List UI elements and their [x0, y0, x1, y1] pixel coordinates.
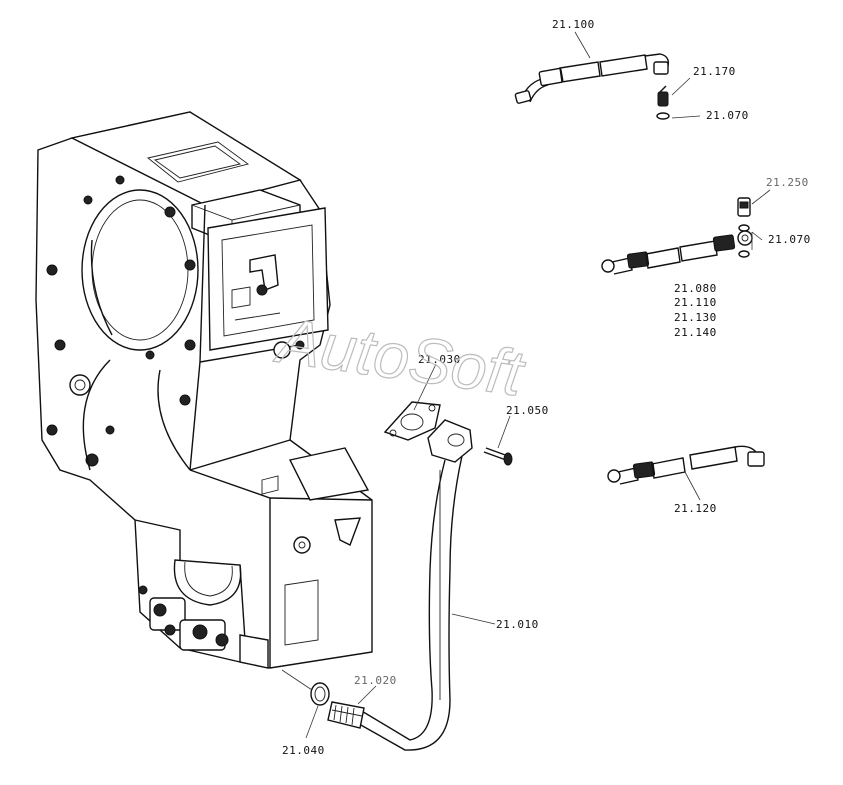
label-21-170: 21.170	[693, 65, 736, 78]
fitting-21-250	[737, 197, 751, 258]
leader-lines	[281, 31, 771, 739]
part-labels: 21.100 21.170 21.070 21.250 21.070 21.08…	[282, 18, 811, 757]
seal-ring-21-040	[310, 682, 330, 706]
label-21-140: 21.140	[674, 326, 717, 339]
label-21-250: 21.250	[766, 176, 809, 189]
label-21-070-top: 21.070	[706, 109, 749, 122]
watermark-text: AutoSoft	[270, 304, 529, 410]
label-21-030: 21.030	[418, 353, 461, 366]
fitting-21-170	[656, 85, 670, 120]
label-21-020: 21.020	[354, 674, 397, 687]
gasket-21-030	[383, 401, 441, 441]
label-21-070-mid: 21.070	[768, 233, 811, 246]
hose-21-100	[514, 53, 670, 104]
label-21-080: 21.080	[674, 282, 717, 295]
label-21-050: 21.050	[506, 404, 549, 417]
label-21-130: 21.130	[674, 311, 717, 324]
label-21-010: 21.010	[496, 618, 539, 631]
label-21-100: 21.100	[552, 18, 595, 31]
hose-21-080	[601, 230, 753, 275]
label-21-110: 21.110	[674, 296, 717, 309]
label-21-040: 21.040	[282, 744, 325, 757]
label-21-120: 21.120	[674, 502, 717, 515]
strainer-21-020	[327, 701, 365, 729]
hose-21-120	[607, 445, 765, 485]
bolt-21-050	[483, 447, 513, 466]
pipe-21-010	[351, 419, 473, 751]
gearbox-housing	[35, 111, 373, 669]
